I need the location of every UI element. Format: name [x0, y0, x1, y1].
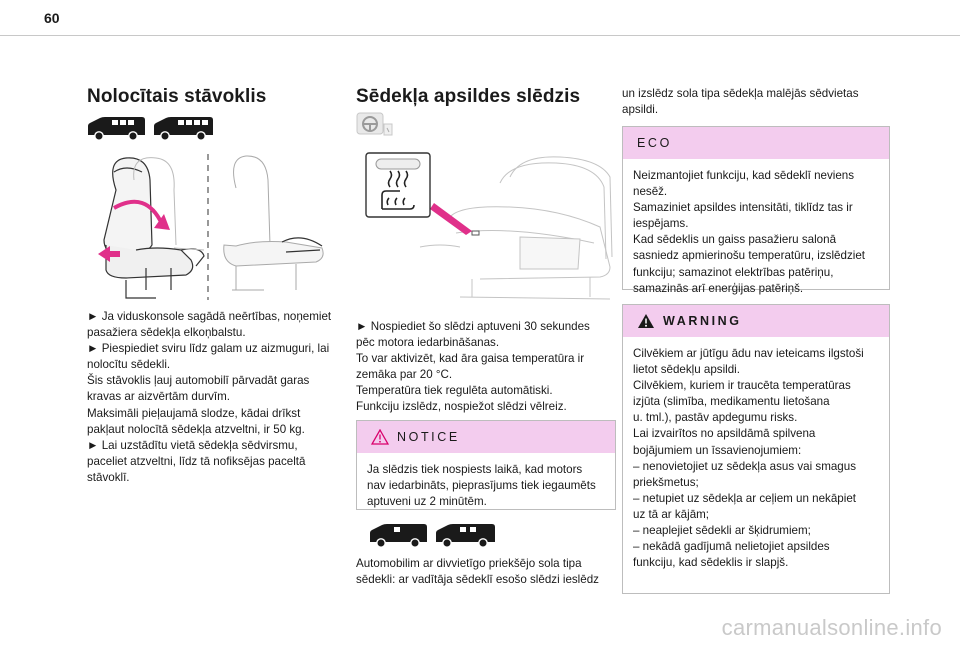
- pointer-arrow-icon: [430, 203, 472, 235]
- section-title-folded-position: Nolocītais stāvoklis: [87, 86, 267, 107]
- section-title-seat-heating-switch: Sēdekļa apsildes slēdzis: [356, 86, 581, 107]
- seat-folded-drawing: [223, 155, 324, 291]
- folded-position-instructions: ► Ja viduskonsole sagādā neērtības, noņe…: [87, 310, 332, 484]
- vehicle-silhouettes-small-icon: [370, 524, 495, 548]
- warning-title: WARNING: [663, 314, 742, 328]
- fold-arrow-icon: [113, 199, 164, 225]
- warning-callout: WARNING Cilvēkiem ar jūtīgu ādu nav iete…: [622, 304, 890, 594]
- van-icon-2: [154, 117, 213, 141]
- seat-outline-drawing: [419, 156, 613, 300]
- eco-header: ECO: [623, 127, 889, 159]
- seat-heating-illustration: [365, 152, 613, 300]
- notice-text: Ja slēdzis tiek nospiests laikā, kad mot…: [367, 463, 596, 509]
- notice-header: NOTICE: [357, 421, 615, 453]
- header-divider: [0, 35, 960, 36]
- eco-title: ECO: [637, 136, 672, 150]
- page-number: 60: [44, 10, 60, 26]
- lever-arrow-icon: [98, 246, 120, 262]
- eco-text: Neizmantojiet funkciju, kad sēdeklī nevi…: [633, 169, 865, 295]
- warning-header: WARNING: [623, 305, 889, 337]
- seat-left-drawing: [103, 157, 205, 299]
- notice-triangle-icon: [371, 429, 389, 445]
- notice-callout: NOTICE Ja slēdzis tiek nospiests laikā, …: [356, 420, 616, 510]
- bench-seat-text-continued: un izslēdz sola tipa sēdekļa malējās sēd…: [622, 87, 859, 117]
- eco-callout: ECO Neizmantojiet funkciju, kad sēdeklī …: [622, 126, 890, 295]
- seat-folding-illustration: [98, 154, 324, 300]
- seat-switch-location: [471, 230, 480, 236]
- seat-heating-icon: [381, 170, 415, 210]
- bench-seat-text: Automobilim ar divvietīgo priekšējo sola…: [356, 557, 599, 587]
- warning-text: Cilvēkiem ar jūtīgu ādu nav ieteicams il…: [633, 347, 864, 570]
- van-icon-1: [88, 117, 145, 141]
- warning-triangle-icon: [638, 314, 654, 328]
- notice-title: NOTICE: [397, 430, 460, 444]
- steering-wheel-icon: [356, 112, 393, 136]
- watermark: carmanualsonline.info: [721, 615, 942, 640]
- seat-heating-instructions: ► Nospiediet šo slēdzi aptuveni 30 sekun…: [356, 320, 590, 414]
- fold-arrow-head-icon: [154, 214, 170, 230]
- vehicle-silhouettes-icon: [88, 117, 213, 141]
- seat-faint-drawing: [133, 157, 205, 251]
